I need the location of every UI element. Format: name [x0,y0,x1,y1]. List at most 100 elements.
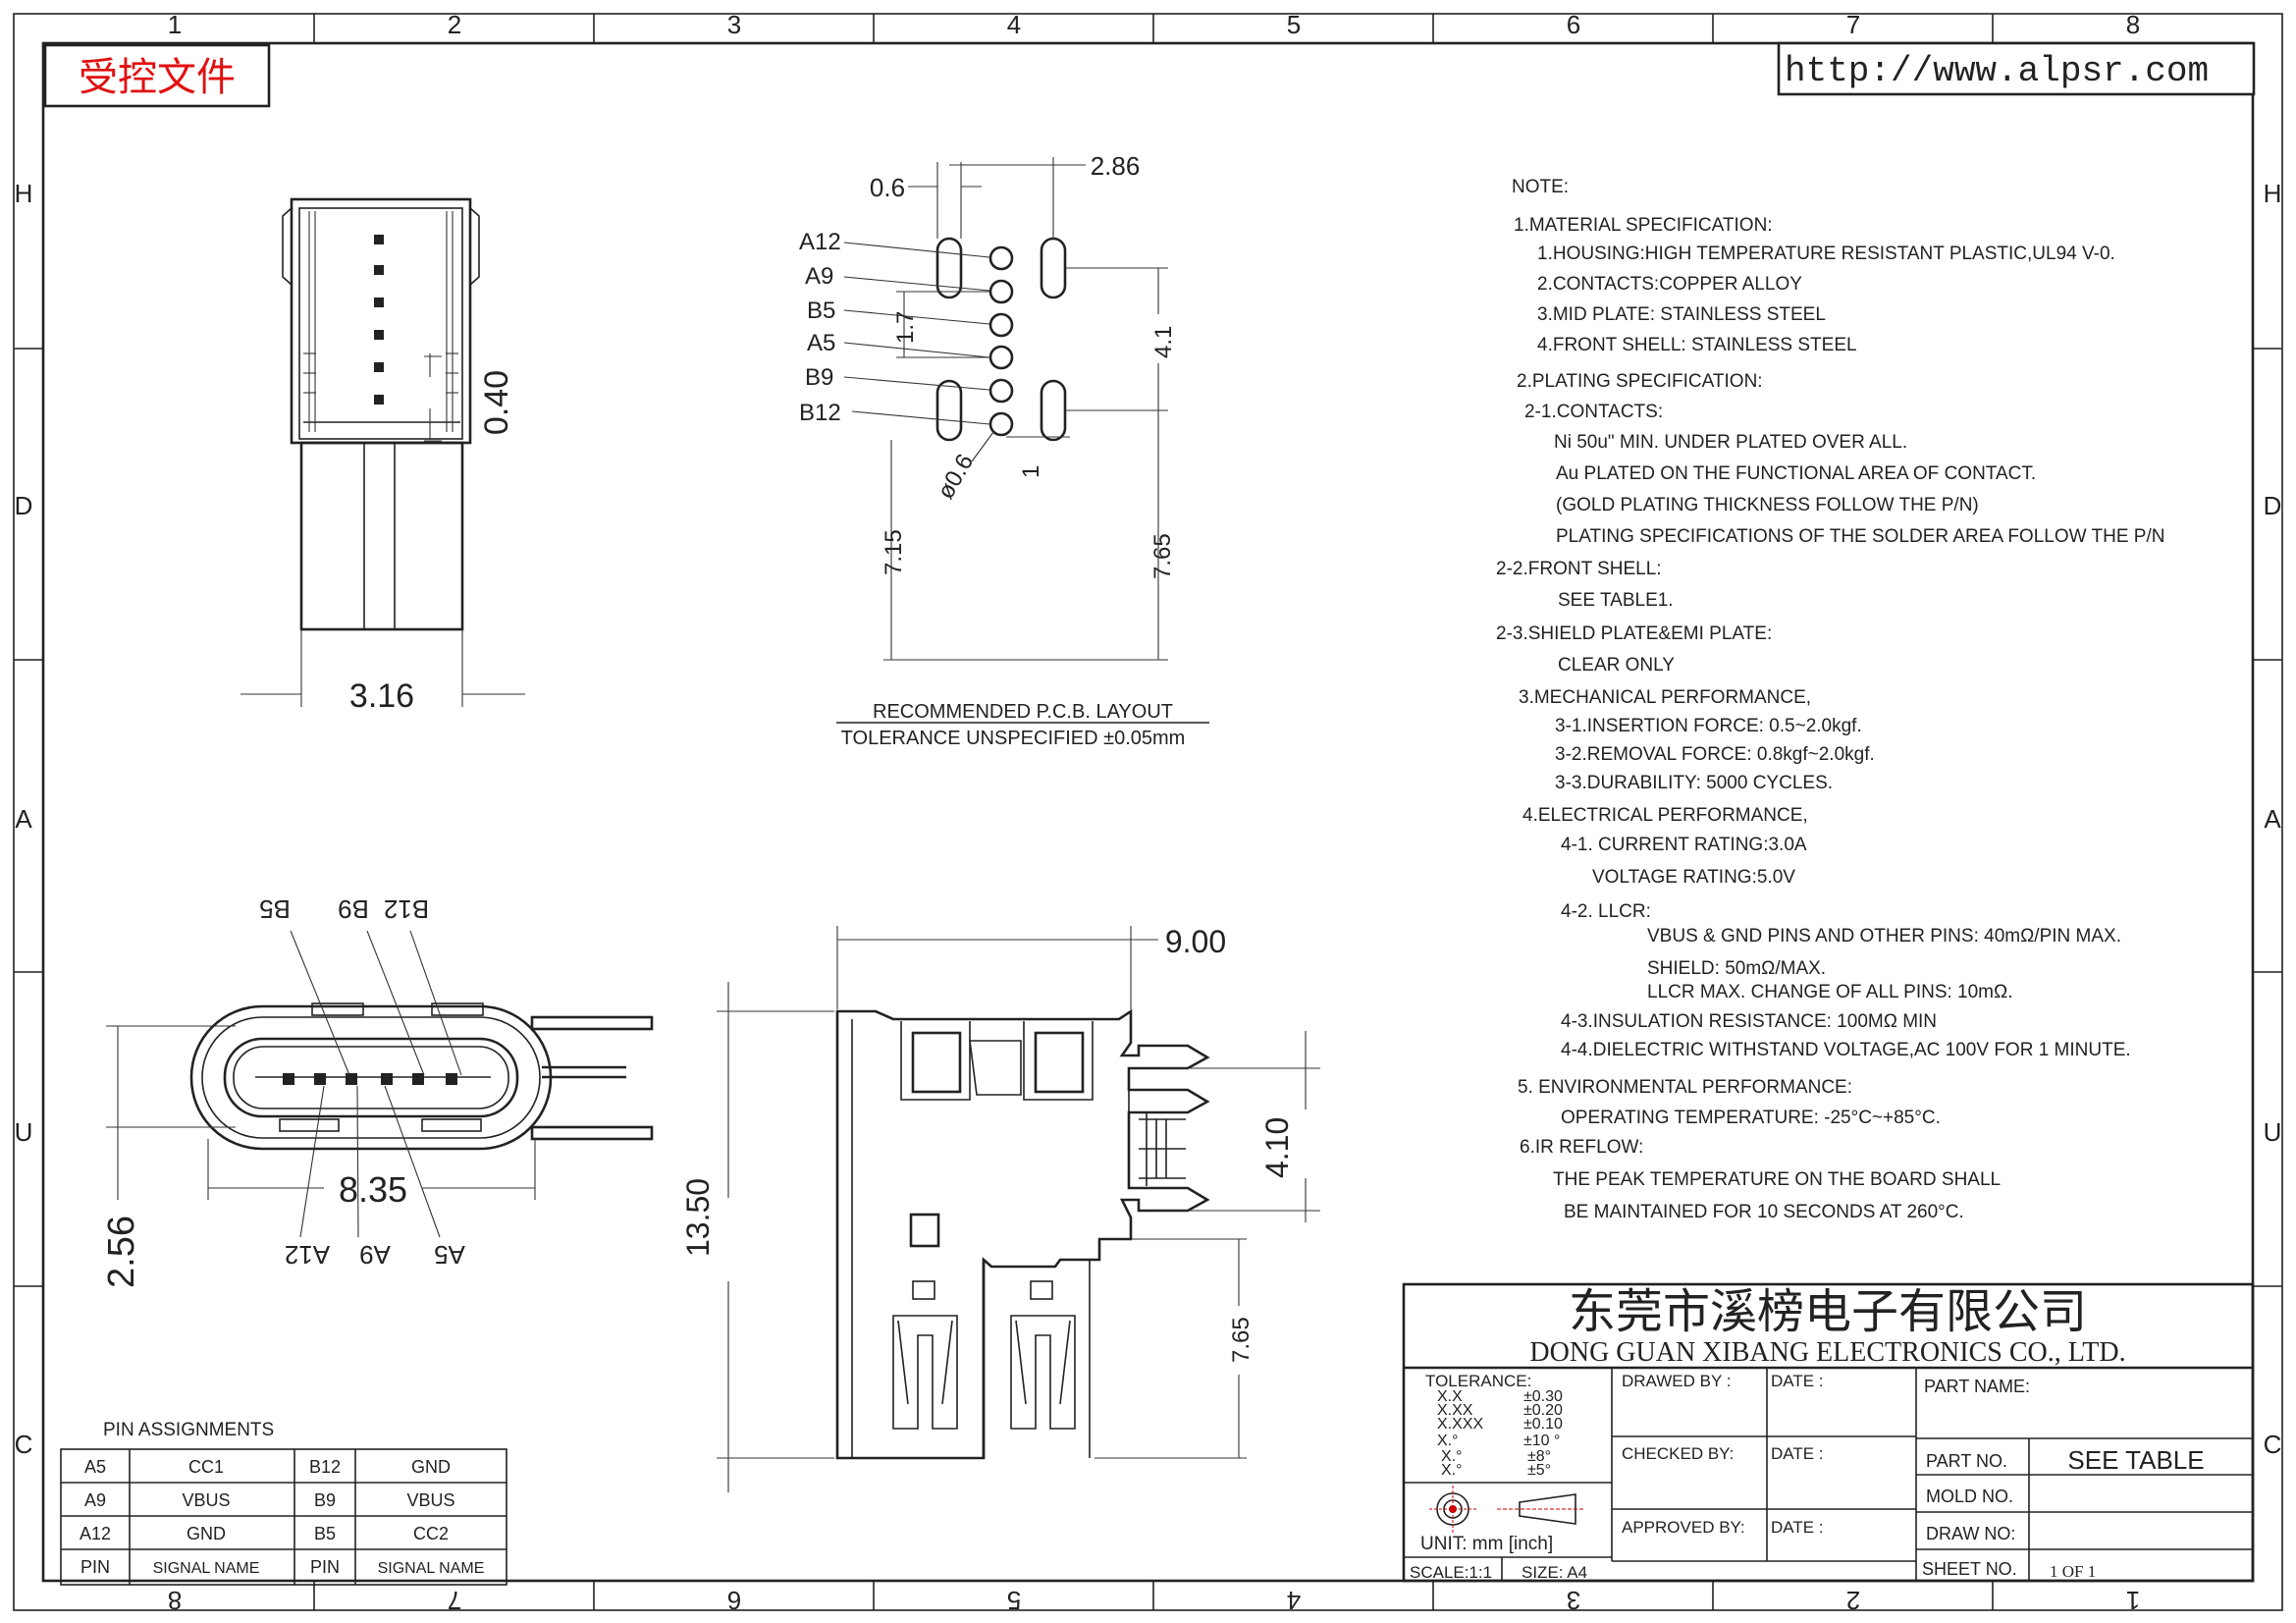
grid-right-A: A [2264,804,2281,834]
note-18: 3-2.REMOVAL FORCE: 0.8kgf~2.0kgf. [1555,744,1875,765]
pin-cell: GND [411,1457,451,1477]
part-no-value: SEE TABLE [2067,1445,2204,1475]
note-6: 2.PLATING SPECIFICATION: [1517,371,1763,392]
tolerance-value: ±0.30 [1523,1388,1563,1405]
note-20: 4.ELECTRICAL PERFORMANCE, [1522,805,1808,826]
grid-bottom-6: 6 [727,1586,741,1615]
grid-left-A: A [15,804,32,834]
pin-cell: VBUS [406,1490,454,1510]
size-label: SIZE: A4 [1522,1563,1587,1582]
part-no-label: PART NO. [1926,1451,2007,1471]
dim-0-40: 0.40 [478,370,515,435]
dim-4-1: 4.1 [1150,326,1177,358]
stamp-text: 受控文件 [79,56,236,99]
tolerance-key: X.° [1437,1433,1459,1449]
title-block: 东莞市溪榜电子有限公司 DONG GUAN XIBANG ELECTRONICS… [1402,1282,2255,1583]
note-4: 3.MID PLATE: STAINLESS STEEL [1537,304,1826,325]
grid-right-D: D [2264,491,2282,520]
note-21: 4-1. CURRENT RATING:3.0A [1561,835,1807,855]
sheet-no-value: 1 OF 1 [2050,1562,2096,1581]
note-12: 2-2.FRONT SHELL: [1496,559,1662,579]
projection-symbol-icon [1429,1486,1585,1533]
grid-bottom-2: 2 [1846,1586,1860,1615]
top-view: 0.40 3.16 [240,197,525,715]
front-label-b12: B12 [384,894,429,924]
grid-bottom-5: 5 [1007,1586,1021,1615]
grid-left-D: D [15,491,33,520]
pcb-pin-a9: A9 [805,263,833,290]
controlled-document-stamp: 受控文件 [43,43,271,108]
pin-cell: B9 [314,1490,336,1510]
pin-cell: CC1 [188,1457,224,1477]
note-24: VBUS & GND PINS AND OTHER PINS: 40mΩ/PIN… [1647,926,2121,947]
note-25: SHIELD: 50mΩ/MAX. [1647,958,1826,979]
tolerance-value: ±5° [1527,1462,1551,1479]
grid-top-4: 4 [1007,10,1021,39]
grid-right-C: C [2264,1430,2282,1459]
dim-4-10: 4.10 [1259,1117,1295,1178]
note-7: 2-1.CONTACTS: [1524,402,1663,422]
pcb-pin-b9: B9 [805,364,833,391]
pcb-pin-b12: B12 [799,400,841,426]
pin-cell: SIGNAL NAME [153,1560,260,1577]
grid-left-C: C [15,1430,33,1459]
draw-no-label: DRAW NO: [1926,1524,2015,1543]
grid-top-1: 1 [168,10,182,39]
note-23: 4-2. LLCR: [1561,901,1651,922]
company-name-cn: 东莞市溪榜电子有限公司 [1569,1286,2087,1338]
dim-phi-0-6: ø0.6 [933,450,979,504]
note-11: PLATING SPECIFICATIONS OF THE SOLDER ARE… [1556,526,2164,547]
dim-13-50: 13.50 [680,1178,716,1257]
grid-left-H: H [15,179,33,208]
unit-label: UNIT: mm [inch] [1420,1534,1553,1554]
front-label-b9: B9 [338,894,369,924]
tolerance-key: X.XXX [1437,1416,1483,1433]
note-15: CLEAR ONLY [1558,655,1675,676]
tolerance-value: ±10 ° [1523,1433,1560,1449]
note-29: 5. ENVIRONMENTAL PERFORMANCE: [1518,1077,1852,1098]
dim-8-35: 8.35 [339,1169,407,1210]
pcb-layout-title: RECOMMENDED P.C.B. LAYOUT [873,701,1173,723]
grid-top-8: 8 [2126,10,2140,39]
front-view: B5 B9 B12 A12 A9 A5 8.35 2.56 [101,894,654,1288]
pin-cell: SIGNAL NAME [378,1560,485,1577]
note-13: SEE TABLE1. [1558,590,1674,611]
grid-top-6: 6 [1567,10,1580,39]
note-3: 2.CONTACTS:COPPER ALLOY [1537,274,1802,295]
website-url: http://www.alpsr.com [1785,51,2209,91]
side-view: 9.00 13.50 4.10 7.65 [680,924,1320,1492]
dim-7-65: 7.65 [1149,533,1176,579]
date-label-2: DATE : [1771,1444,1824,1463]
pin-cell: A12 [80,1524,111,1543]
grid-bottom-1: 1 [2126,1586,2140,1615]
mold-no-label: MOLD NO. [1926,1487,2013,1506]
note-14: 2-3.SHIELD PLATE&EMI PLATE: [1496,623,1772,644]
pin-cell: A5 [84,1457,106,1477]
tolerance-label: TOLERANCE: [1425,1372,1531,1390]
pin-cell: A9 [84,1490,106,1510]
date-label-1: DATE : [1771,1372,1824,1390]
grid-right-H: H [2264,179,2282,208]
tolerance-key: X.XX [1437,1402,1473,1419]
grid-bottom-8: 8 [168,1586,182,1615]
pin-cell: VBUS [182,1490,230,1510]
front-label-a9: A9 [359,1240,391,1270]
pcb-pin-a12: A12 [799,229,841,255]
grid-top-7: 7 [1846,10,1860,39]
grid-left-U: U [15,1117,33,1147]
pin-cell: CC2 [413,1524,449,1543]
note-30: OPERATING TEMPERATURE: -25°C~+85°C. [1561,1108,1941,1128]
grid-top-5: 5 [1287,10,1301,39]
front-label-a12: A12 [285,1240,330,1270]
dim-1-7: 1.7 [892,311,919,344]
approved-by-label: APPROVED BY: [1622,1518,1745,1537]
dim-7-65-side: 7.65 [1228,1317,1255,1363]
note-17: 3-1.INSERTION FORCE: 0.5~2.0kgf. [1555,716,1862,736]
pcb-pin-b5: B5 [807,298,835,324]
note-33: BE MAINTAINED FOR 10 SECONDS AT 260°C. [1564,1202,1964,1222]
company-name-en: DONG GUAN XIBANG ELECTRONICS CO., LTD. [1529,1337,2125,1368]
drawing-frame: 1 2 3 4 5 6 7 8 8 7 6 5 4 3 2 1 H D A U … [13,10,2283,1615]
grid-bottom-3: 3 [1567,1586,1580,1615]
dim-1: 1 [1018,465,1044,478]
